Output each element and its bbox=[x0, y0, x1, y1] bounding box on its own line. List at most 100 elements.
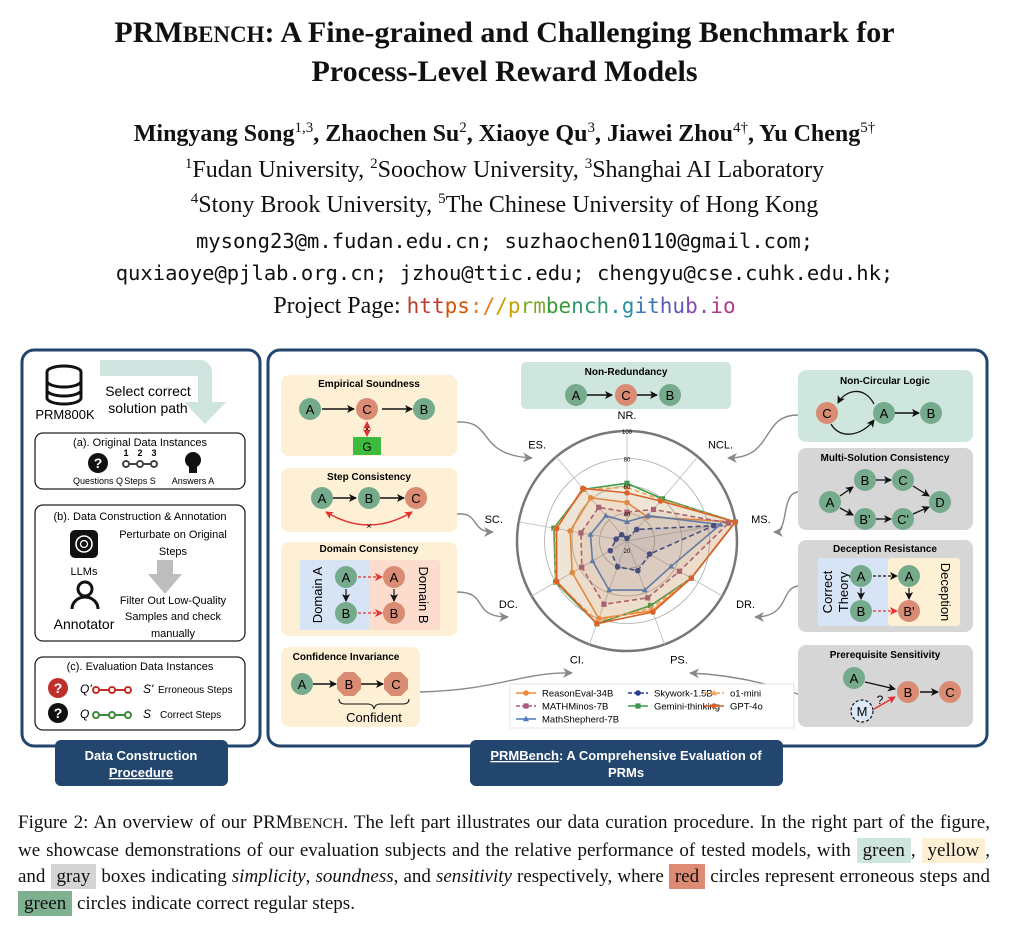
svg-text:C: C bbox=[391, 677, 400, 692]
svg-text:B: B bbox=[904, 685, 913, 700]
affiliations-line2: 4Stony Brook University, 5The Chinese Un… bbox=[0, 188, 1009, 223]
title-smallcaps: BENCH bbox=[182, 22, 265, 47]
correct-label: Correct bbox=[820, 570, 835, 613]
right-footer-line2: PRMs bbox=[608, 765, 644, 780]
legend-label: Gemini-thinking bbox=[654, 702, 720, 713]
series-polygon bbox=[555, 487, 737, 625]
box-b-title: (b). Data Construction & Annotation bbox=[53, 511, 226, 523]
data-point bbox=[688, 575, 695, 581]
left-footer-line2: Procedure bbox=[109, 765, 173, 780]
url-char: b bbox=[545, 294, 559, 318]
project-label: Project Page: bbox=[273, 293, 407, 319]
url-char: e bbox=[558, 294, 572, 318]
svg-text:C: C bbox=[945, 685, 954, 700]
axis-label: NCL. bbox=[708, 439, 733, 451]
affiliation: Fudan University, bbox=[192, 157, 371, 183]
data-point bbox=[578, 530, 584, 536]
svg-text:?: ? bbox=[54, 705, 63, 721]
tick-label: 100 bbox=[622, 430, 633, 436]
llms-label: LLMs bbox=[71, 566, 98, 578]
step-consistency-box: Step Consistency A B C × bbox=[281, 468, 457, 532]
legend-frame bbox=[509, 683, 795, 729]
node-green: A bbox=[898, 565, 920, 587]
node-green: A bbox=[299, 398, 321, 420]
aff-sup: 3 bbox=[584, 156, 593, 172]
affiliation: Stony Brook University, bbox=[198, 192, 439, 218]
data-point bbox=[624, 499, 630, 506]
questions-label: Questions Q bbox=[73, 476, 123, 486]
box-a-title: (a). Original Data Instances bbox=[73, 437, 207, 449]
prerequisite-sensitivity-box: Prerequisite Sensitivity ? A M B C bbox=[798, 645, 973, 727]
node-red: B bbox=[383, 602, 405, 624]
s-label: S bbox=[143, 707, 151, 721]
aff-sup: 4 bbox=[190, 191, 199, 207]
svg-text:?: ? bbox=[54, 680, 63, 696]
box-title: Empirical Soundness bbox=[318, 379, 420, 390]
caption-italic: sensitivity bbox=[435, 866, 512, 887]
question-icon: ? bbox=[88, 453, 108, 473]
prmbench-link[interactable]: PRMBench bbox=[490, 748, 559, 763]
non-redundancy-box: Non-Redundancy A C B bbox=[521, 362, 731, 409]
url-char: i bbox=[634, 294, 648, 318]
node-red: C bbox=[816, 402, 838, 424]
svg-text:C: C bbox=[822, 406, 831, 421]
radar-spoke bbox=[589, 540, 628, 645]
node-green: A bbox=[335, 566, 357, 588]
url-char: s bbox=[457, 294, 470, 318]
data-point bbox=[587, 531, 594, 537]
legend-item: Skywork-1.5B bbox=[628, 689, 713, 700]
author-name: Mingyang Song bbox=[133, 121, 295, 147]
author-sup: 3 bbox=[587, 120, 595, 136]
data-point bbox=[624, 535, 630, 542]
svg-text:C': C' bbox=[897, 512, 909, 527]
data-point bbox=[601, 601, 607, 607]
data-point bbox=[602, 512, 609, 518]
project-url-link[interactable]: https://prmbench.github.io bbox=[407, 294, 736, 318]
left-footer-line1: Data Construction bbox=[85, 748, 198, 763]
caption-text: . The left part illustrates our data cur… bbox=[18, 812, 990, 861]
data-point bbox=[650, 506, 657, 513]
data-point bbox=[732, 519, 739, 525]
caption-text: respectively, where bbox=[511, 866, 669, 887]
node-red: C bbox=[939, 681, 961, 703]
legend-label: GPT-4o bbox=[730, 702, 763, 713]
data-point bbox=[641, 586, 648, 593]
domain-consistency-box: Domain Consistency Domain A Domain B A B… bbox=[281, 542, 457, 636]
data-point bbox=[618, 531, 625, 538]
svg-text:M: M bbox=[857, 704, 868, 719]
svg-text:B: B bbox=[342, 606, 351, 621]
data-point bbox=[553, 578, 560, 585]
erroneous-steps-icon bbox=[92, 686, 132, 694]
data-point bbox=[614, 564, 621, 570]
data-point bbox=[648, 604, 655, 611]
legend-marker bbox=[523, 690, 529, 696]
legend-label: MATHMinos-7B bbox=[542, 702, 608, 713]
node-red: C bbox=[405, 487, 427, 509]
data-point bbox=[646, 551, 653, 557]
ground-truth-box bbox=[353, 437, 381, 455]
legend-marker bbox=[523, 703, 529, 709]
emails-line2: quxiaoye@pjlab.org.cn; jzhou@ttic.edu; c… bbox=[115, 261, 894, 285]
url-char: / bbox=[495, 294, 508, 318]
node-green: B bbox=[413, 398, 435, 420]
node-green: A bbox=[819, 491, 841, 513]
data-point bbox=[607, 547, 614, 554]
data-point bbox=[567, 528, 573, 534]
axis-label: CI. bbox=[570, 654, 584, 666]
url-char: u bbox=[672, 294, 686, 318]
url-char: o bbox=[723, 294, 736, 318]
svg-text:2: 2 bbox=[137, 448, 142, 458]
highlight-gray: gray bbox=[50, 864, 97, 889]
tick-label: 60 bbox=[624, 485, 631, 491]
domain-b-label: Domain B bbox=[416, 566, 431, 623]
right-footer-box bbox=[470, 740, 783, 786]
legend-item: ReasonEval-34B bbox=[516, 689, 613, 700]
caption-text: , and bbox=[18, 839, 990, 888]
node-green: B bbox=[854, 469, 876, 491]
select-label-1: Select correct bbox=[105, 383, 191, 399]
svg-text:B: B bbox=[345, 677, 354, 692]
axis-label: NR. bbox=[618, 410, 637, 422]
